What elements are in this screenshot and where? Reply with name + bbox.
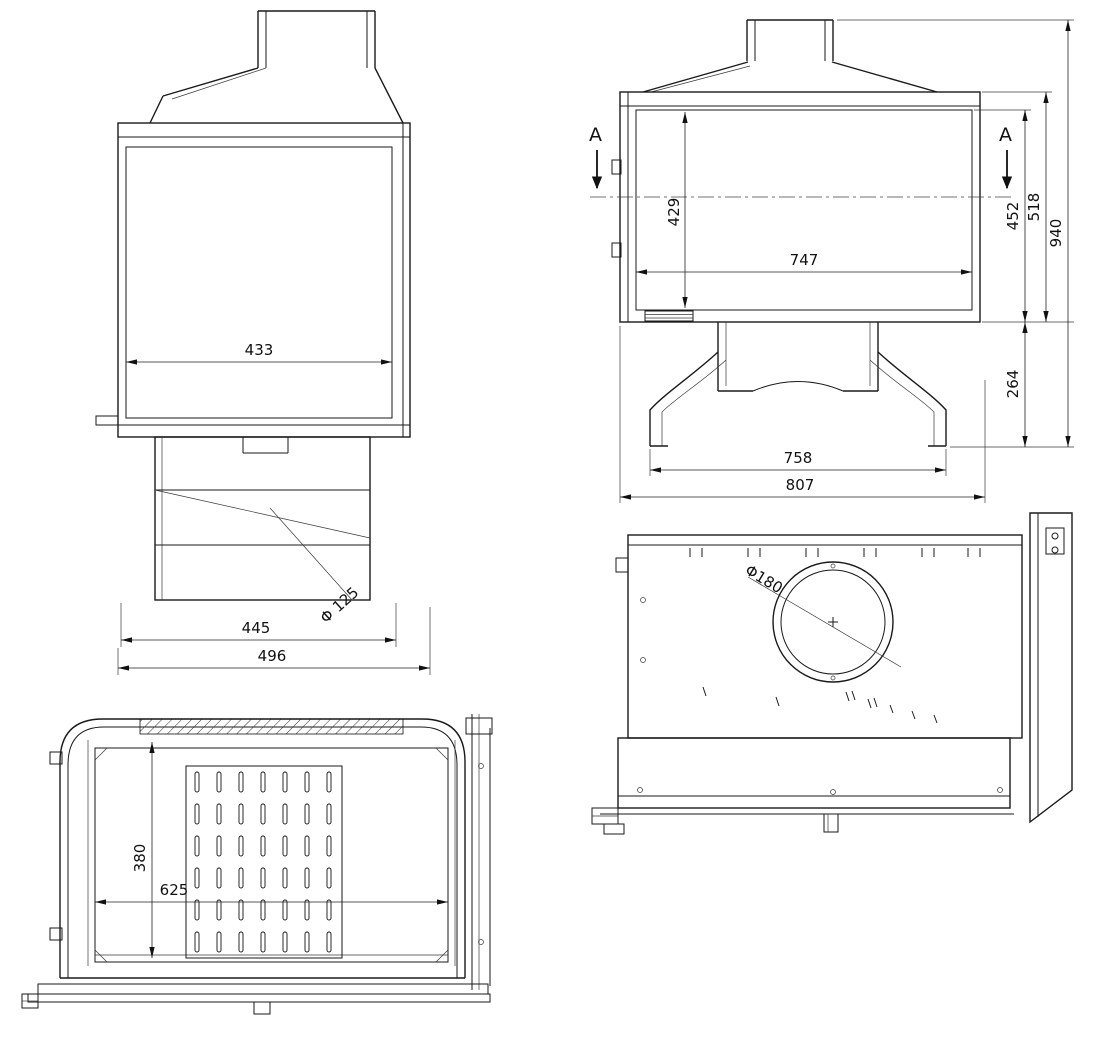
door-handle	[95, 415, 119, 426]
dim-rear-flue-diameter: Φ180	[742, 561, 902, 668]
dim-front-base-height: 264	[1004, 322, 1028, 447]
pedestal	[649, 322, 947, 447]
right-wall-section	[465, 714, 493, 990]
side-view: 433 Φ 125 445 496	[95, 10, 431, 675]
front-hood	[642, 61, 938, 93]
rear-base	[591, 737, 1014, 835]
rear-left-tab	[615, 557, 629, 573]
side-flue-pipe	[257, 10, 376, 68]
side-glass-door	[125, 146, 393, 419]
dim-side-glass-width: 433	[126, 341, 392, 365]
front-extension-lines	[619, 19, 1074, 503]
door-hinge-bottom	[611, 242, 622, 258]
hinge-tab-top	[49, 751, 63, 765]
dim-plan-chamber-depth: 380	[131, 742, 155, 958]
dim-plan-chamber-width-label: 625	[160, 881, 189, 899]
dim-side-glass-width-label: 433	[245, 341, 274, 359]
rear-view: Φ180	[591, 512, 1073, 835]
dim-plan-chamber-depth-label: 380	[131, 844, 149, 873]
firebox-chamber	[87, 740, 456, 966]
rear-right-flange	[1029, 512, 1073, 824]
foot-center	[253, 1001, 271, 1015]
leg-right	[877, 351, 947, 446]
door-hinge-top	[611, 159, 622, 175]
plan-base	[21, 977, 491, 1015]
dim-front-glass-height: 429	[665, 112, 688, 308]
dim-front-glass-height-label: 429	[665, 198, 683, 227]
dim-front-total-width-label: 807	[786, 476, 815, 494]
dim-side-total-depth-label: 496	[258, 647, 287, 665]
dim-front-total-height: 940	[1047, 20, 1071, 447]
flue-opening	[772, 561, 894, 683]
dim-front-inner-width-label: 747	[790, 251, 819, 269]
dim-front-total-width: 807	[620, 476, 985, 500]
side-body	[95, 122, 411, 438]
dim-plan-chamber-width: 625	[95, 881, 448, 905]
front-body	[611, 91, 981, 323]
dim-front-opening-height: 452	[1004, 110, 1028, 322]
side-hood	[149, 67, 404, 124]
rear-bolt-left-lower	[640, 657, 646, 663]
front-view: A A	[589, 19, 1074, 503]
rear-foot-center	[823, 813, 839, 833]
section-marker-right-label: A	[999, 124, 1012, 146]
section-marker-right: A	[999, 124, 1013, 190]
perforated-back-panel	[185, 765, 343, 959]
front-flue-pipe	[746, 19, 834, 61]
dim-front-opening-height-label: 452	[1004, 202, 1022, 231]
dim-front-inner-width: 747	[636, 251, 972, 275]
rear-top-vents	[689, 548, 981, 557]
dim-rear-flue-diameter-label: Φ180	[742, 561, 786, 597]
hinge-tab-bottom	[49, 927, 63, 941]
flue-opening-outer-circle	[772, 561, 894, 683]
dim-side-body-depth-label: 445	[242, 619, 271, 637]
rear-fastener-marks	[702, 686, 938, 724]
dim-side-total-depth: 496	[117, 607, 431, 675]
dim-front-body-height: 518	[1025, 92, 1049, 322]
dim-front-total-height-label: 940	[1047, 219, 1065, 248]
air-grille	[644, 310, 694, 322]
leg-left	[649, 351, 719, 446]
section-marker-left-label: A	[589, 124, 602, 146]
dim-front-base-width-label: 758	[784, 449, 813, 467]
side-plinth	[154, 436, 371, 601]
dim-front-base-height-label: 264	[1004, 370, 1022, 399]
dim-side-body-depth: 445	[120, 603, 397, 647]
front-glass-door	[635, 109, 973, 311]
rear-bolt-left-upper	[640, 597, 646, 603]
glass-section-hatch	[139, 718, 404, 735]
dim-front-body-height-label: 518	[1025, 193, 1043, 222]
plan-section-view: 380 625	[21, 714, 493, 1015]
section-marker-left: A	[589, 124, 603, 190]
rear-panel	[627, 534, 1023, 739]
flue-opening-inner-circle	[780, 569, 886, 675]
dim-front-base-width: 758	[650, 449, 946, 473]
dim-side-flue-diameter-label: Φ 125	[317, 583, 363, 627]
